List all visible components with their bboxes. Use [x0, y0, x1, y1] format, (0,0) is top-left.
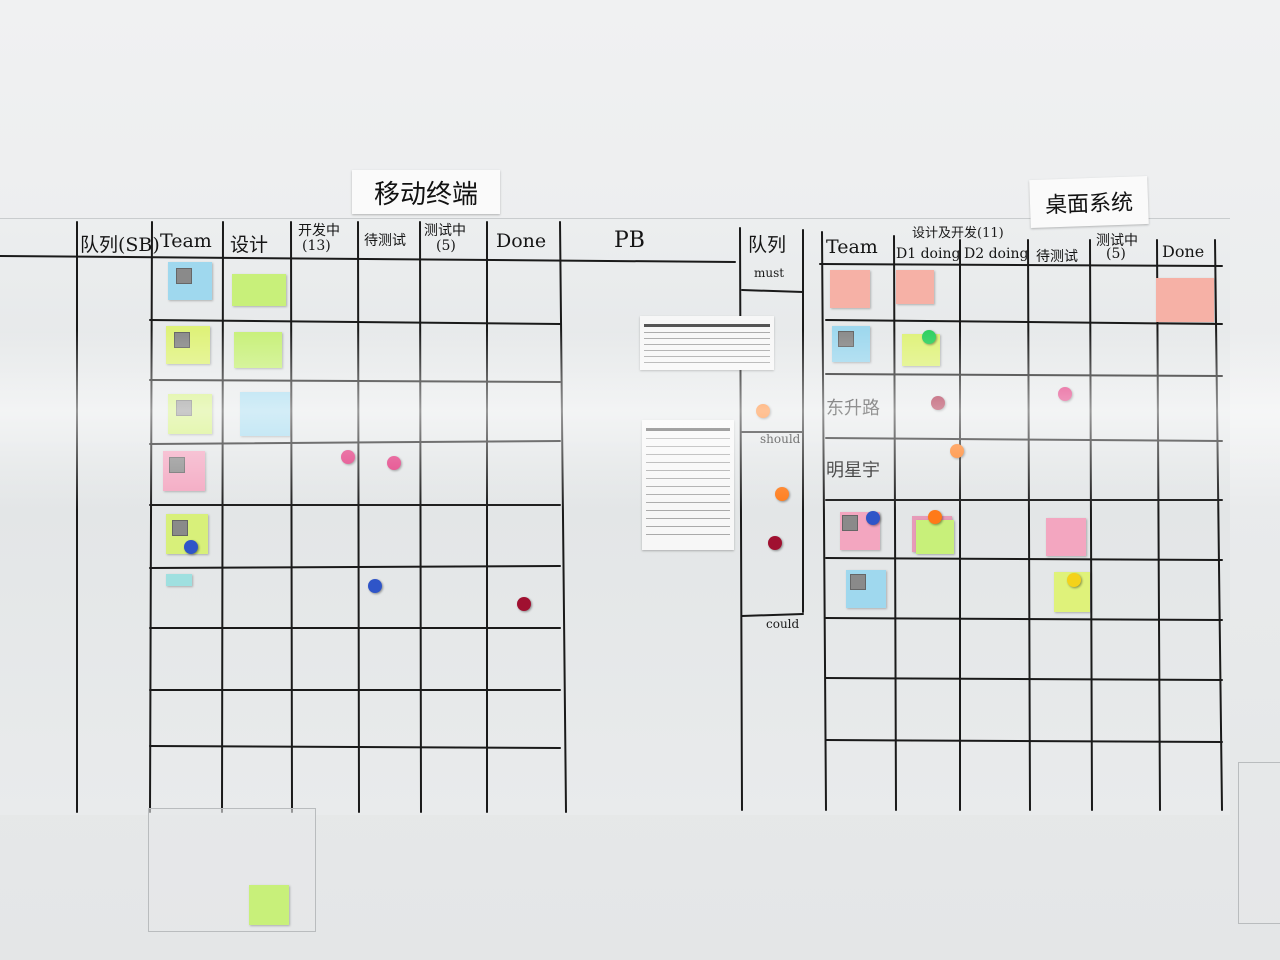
- header-right-testing-count: (5): [1106, 246, 1126, 262]
- right-team-note-salmon[interactable]: [830, 270, 870, 308]
- magnet-blue-2[interactable]: [368, 579, 382, 593]
- magnet-pink-3[interactable]: [1058, 387, 1072, 401]
- magnet-yellow-1[interactable]: [1067, 573, 1081, 587]
- member-photo: [172, 520, 188, 536]
- magnet-orange-2[interactable]: [775, 487, 789, 501]
- plastic-pocket-right: [1238, 762, 1280, 924]
- header-testing-count: (5): [436, 238, 456, 254]
- magnet-orange-4[interactable]: [928, 510, 942, 524]
- label-must: must: [754, 266, 785, 280]
- pocket-note-green[interactable]: [249, 885, 289, 925]
- header-team: Team: [160, 230, 212, 252]
- member-photo: [174, 332, 190, 348]
- magnet-red-1[interactable]: [517, 597, 531, 611]
- d1-note-salmon[interactable]: [896, 270, 934, 304]
- header-to-test: 待测试: [364, 233, 406, 249]
- test-note-pink[interactable]: [1046, 518, 1086, 556]
- member-photo: [842, 515, 858, 531]
- header-pb: PB: [614, 228, 645, 253]
- team-note-blue-1[interactable]: [168, 262, 212, 300]
- team-note-pink-1[interactable]: [163, 451, 205, 491]
- mobile-terminal-title-text: 移动终端: [373, 179, 478, 210]
- magnet-blue-1[interactable]: [184, 540, 198, 554]
- header-done: Done: [496, 230, 547, 252]
- magnet-orange-3[interactable]: [950, 444, 964, 458]
- team-note-teal-small[interactable]: [166, 574, 192, 586]
- header-queue-sb: 队列(SB): [80, 234, 160, 256]
- header-queue: 队列: [748, 234, 787, 256]
- design-note-green-1[interactable]: [232, 274, 286, 306]
- done-note-salmon[interactable]: [1156, 278, 1214, 322]
- d1-note-green-2[interactable]: [916, 520, 954, 554]
- header-right-done: Done: [1162, 242, 1205, 261]
- magnet-green-1[interactable]: [922, 330, 936, 344]
- header-right-testing: 测试中: [1096, 233, 1138, 249]
- pb-document-table[interactable]: [642, 420, 734, 550]
- name-dongshenglu: 东升路: [826, 398, 880, 419]
- member-photo: [169, 457, 185, 473]
- right-team-note-blue-2[interactable]: [846, 570, 886, 608]
- plastic-pocket-left: [148, 808, 316, 932]
- magnet-pink-2[interactable]: [387, 456, 401, 470]
- label-could: could: [766, 617, 800, 631]
- magnet-blue-3[interactable]: [866, 511, 880, 525]
- design-note-blue-1[interactable]: [240, 392, 290, 436]
- magnet-pink-1[interactable]: [341, 450, 355, 464]
- member-photo: [176, 400, 192, 416]
- name-mingxingyu: 明星宇: [826, 460, 880, 481]
- magnet-red-2[interactable]: [768, 536, 782, 550]
- header-design-dev-group: 设计及开发(11): [912, 226, 1004, 241]
- member-photo: [850, 574, 866, 590]
- mobile-terminal-title: 移动终端: [352, 170, 500, 214]
- magnet-red-3[interactable]: [931, 396, 945, 410]
- header-developing: 开发中: [298, 223, 340, 239]
- label-should: should: [760, 432, 801, 446]
- header-design: 设计: [230, 234, 269, 256]
- header-d1-doing: D1 doing: [896, 246, 961, 262]
- header-right-to-test: 待测试: [1036, 249, 1078, 265]
- team-note-green-1[interactable]: [166, 326, 210, 364]
- header-developing-count: (13): [302, 238, 331, 254]
- header-testing: 测试中: [424, 223, 466, 239]
- header-right-team: Team: [826, 236, 878, 258]
- right-team-note-blue[interactable]: [832, 326, 870, 362]
- team-note-green-2[interactable]: [168, 394, 212, 434]
- header-d2-doing: D2 doing: [964, 246, 1029, 262]
- member-photo: [838, 331, 854, 347]
- design-note-green-2[interactable]: [234, 332, 282, 368]
- pb-document-gantt[interactable]: [640, 316, 774, 370]
- member-photo: [176, 268, 192, 284]
- magnet-orange-1[interactable]: [756, 404, 770, 418]
